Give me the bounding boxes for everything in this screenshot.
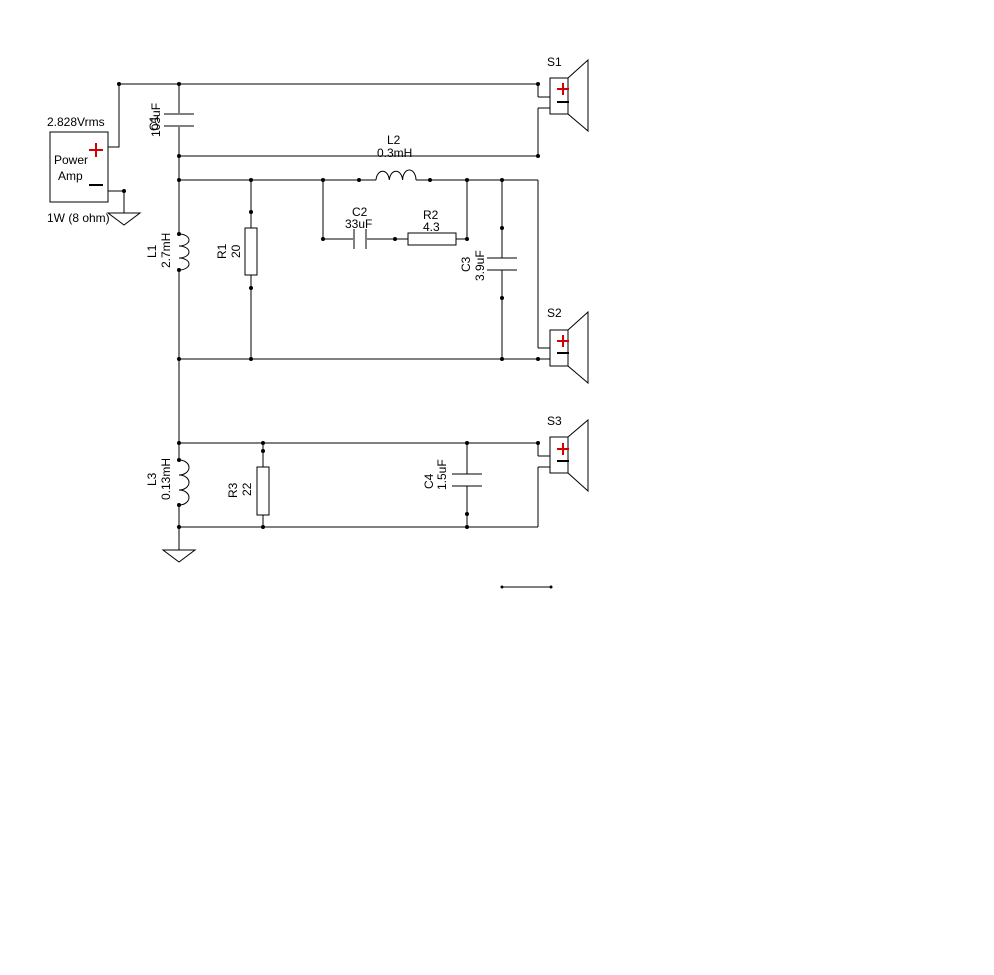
l2-value: 0.3mH [377,146,412,160]
r3-value: 22 [240,482,254,496]
c3-ref: C3 [459,256,473,272]
capacitor-c1[interactable]: C1 105uF [147,103,194,137]
c4-ref: C4 [422,473,436,489]
c1-ref: C1 [147,115,161,131]
r2-ref: R2 [423,208,439,222]
s2-ref: S2 [547,306,562,320]
amp-plus-terminal-icon [89,143,103,157]
inductor-l1[interactable]: L1 2.7mH [145,233,190,271]
s3-magnet [549,436,569,474]
s1-cone [567,58,589,133]
s2-cone [567,310,589,385]
r3-ref: R3 [226,482,240,498]
s2-plus-icon [557,335,569,347]
capacitor-c4[interactable]: C4 1.5uF [422,459,482,490]
inductor-l2[interactable]: L2 0.3mH [375,133,417,181]
amp-box [49,131,109,203]
power-amp[interactable]: 2.828Vrms Power Amp 1W (8 ohm) [47,115,110,225]
capacitor-c3[interactable]: C3 3.9uF [459,250,517,281]
amp-wiring [108,82,126,213]
amp-voltage-label: 2.828Vrms [47,115,105,129]
amp-ground-icon [106,212,142,226]
capacitor-c2[interactable]: C2 33uF [345,205,372,249]
r1-ref: R1 [215,243,229,259]
s3-cone [567,418,589,493]
resistor-r1[interactable]: R1 20 [215,227,258,276]
speaker-s1[interactable]: S1 [547,55,589,133]
inductor-l3[interactable]: L3 0.13mH [145,458,190,506]
s3-plus-icon [557,443,569,455]
speaker-s3[interactable]: S3 [547,414,589,493]
s3-ref: S3 [547,414,562,428]
s1-plus-icon [557,83,569,95]
tweeter-wiring [119,82,550,158]
s1-ref: S1 [547,55,562,69]
resistor-r2[interactable]: R2 4.3 [407,208,457,246]
midrange-wiring [177,156,550,361]
c1-value: 105uF [149,103,163,137]
l2-ref: L2 [387,133,401,147]
amp-name-line2: Amp [58,169,83,183]
r1-value: 20 [229,244,243,258]
stray-wire[interactable] [500,585,553,589]
main-ground-icon [161,549,197,563]
l1-value: 2.7mH [159,233,173,268]
s1-magnet [549,77,569,115]
l3-value: 0.13mH [159,458,173,500]
resistor-r3[interactable]: R3 22 [226,466,270,516]
woofer-wiring [177,359,550,550]
l3-ref: L3 [145,472,159,486]
c4-value: 1.5uF [435,459,449,490]
speaker-s2[interactable]: S2 [547,306,589,385]
c2-ref: C2 [352,205,368,219]
s2-magnet [549,329,569,367]
c2-value: 33uF [345,217,372,231]
amp-power-label: 1W (8 ohm) [47,211,110,225]
l1-ref: L1 [145,244,159,258]
amp-name-line1: Power [54,153,88,167]
c3-value: 3.9uF [473,250,487,281]
r2-value: 4.3 [423,220,440,234]
